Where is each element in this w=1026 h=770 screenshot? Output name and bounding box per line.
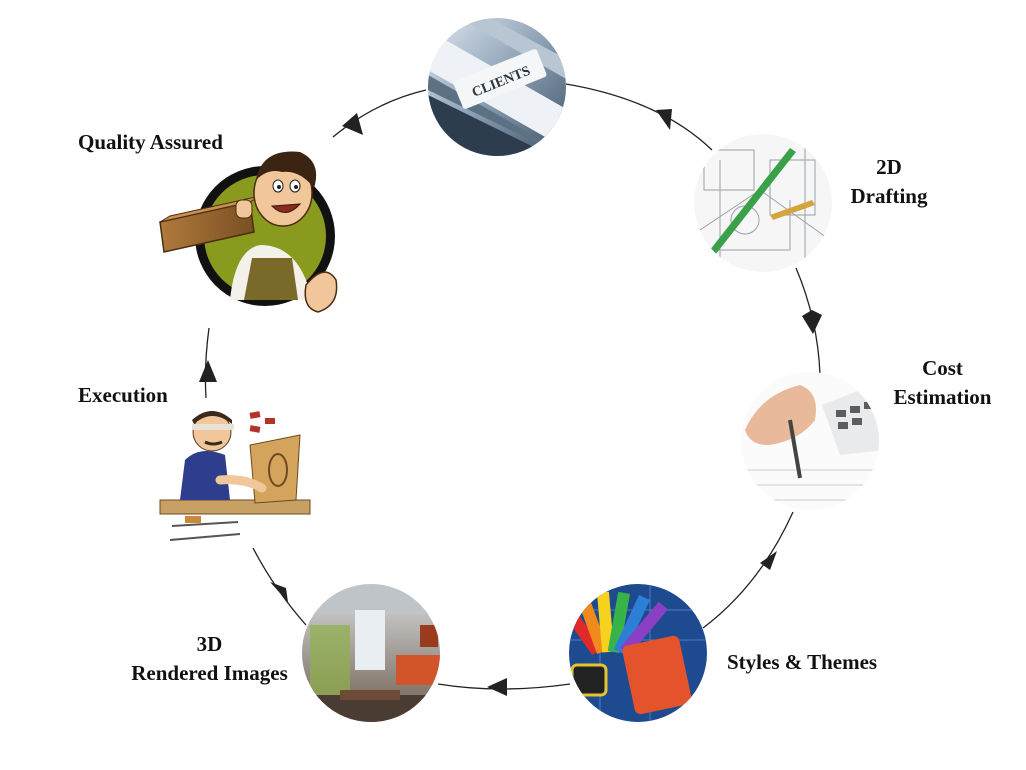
drafting-node — [694, 134, 832, 272]
rendered-label-line2: Rendered Images — [131, 661, 288, 685]
cost-label-line2: Estimation — [893, 385, 992, 409]
execution-label: Execution — [78, 383, 168, 407]
styles-node — [569, 584, 707, 722]
arrowhead-icon — [802, 310, 822, 334]
rendered-node — [302, 584, 440, 722]
arrowhead-icon — [270, 582, 288, 602]
drafting-label: 2D Drafting — [834, 153, 944, 211]
styles-label: Styles & Themes — [727, 650, 878, 674]
cost-node — [741, 372, 879, 510]
arrowhead-icon — [487, 678, 507, 696]
drafting-label-line2: Drafting — [850, 184, 928, 208]
connector-quality-to-clients — [332, 89, 427, 138]
arrowhead-icon — [199, 360, 217, 382]
quality-node — [159, 151, 338, 313]
arrowhead-icon — [656, 109, 672, 130]
connector-clients-to-drafting — [565, 83, 713, 151]
rendered-label: 3D Rendered Images — [112, 630, 307, 688]
connector-execution-to-quality — [204, 327, 210, 399]
connector-cost-to-styles — [702, 511, 794, 629]
drafting-label-line1: 2D — [876, 155, 902, 179]
clients-node: CLIENTS — [428, 18, 566, 156]
rendered-label-line1: 3D — [196, 632, 223, 656]
cost-label: Cost Estimation — [880, 354, 1005, 412]
flow-arrowheads — [199, 109, 822, 696]
cost-label-line1: Cost — [922, 356, 963, 380]
execution-node — [159, 411, 311, 541]
arrowhead-icon — [760, 551, 777, 570]
arrowhead-icon — [342, 113, 363, 135]
quality-label: Quality Assured — [78, 130, 223, 154]
